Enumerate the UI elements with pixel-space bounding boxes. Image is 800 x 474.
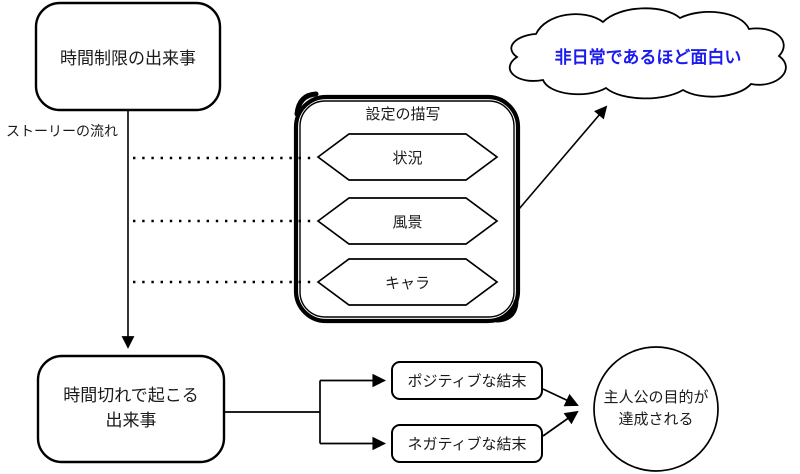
cloud-shape [509,7,787,100]
container-to-cloud-arrow [518,105,608,210]
positive-ending-box [391,361,543,400]
hexagon-situation [316,133,499,181]
hexagon-scenery [316,197,499,245]
negative-ending-box [391,424,543,463]
goal-circle [593,346,719,472]
hexagon-character [316,258,499,306]
sketch-hook-bottom-right [494,299,519,323]
setting-container-inner-border [299,100,515,318]
time-limit-event-box [34,1,222,112]
negative-to-goal-arrow [542,410,579,437]
timeout-event-box [36,354,226,464]
positive-to-goal-arrow [542,388,579,407]
sketch-hook-top-left [294,91,319,117]
